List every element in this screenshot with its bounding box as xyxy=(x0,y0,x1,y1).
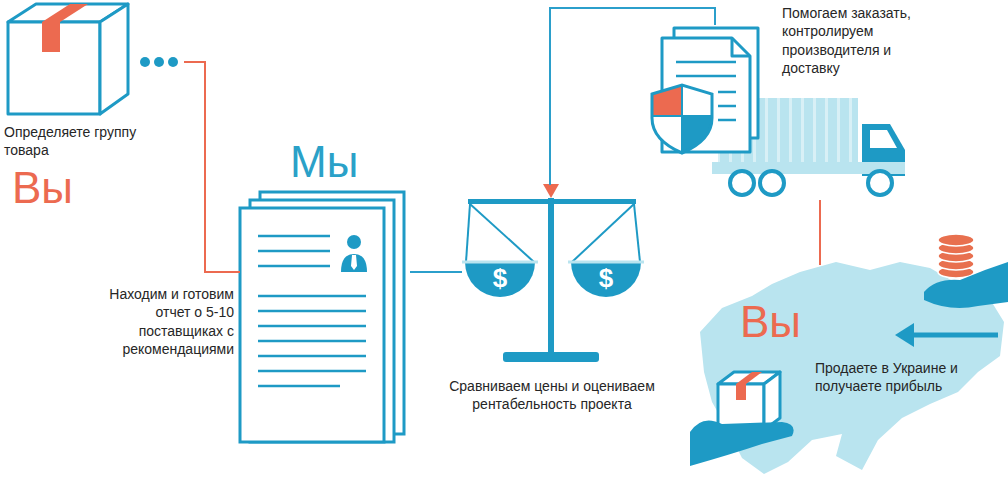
contract-lines-part xyxy=(718,119,736,122)
scales-part xyxy=(548,198,554,356)
step-sell-profit: ВыПродаете в Украине и получаете прибыль xyxy=(700,265,1006,490)
report-lines xyxy=(258,236,366,386)
actor-heading: Мы xyxy=(290,140,380,184)
truck-part-part xyxy=(730,171,754,195)
person-icon xyxy=(341,235,367,272)
dots xyxy=(140,57,178,67)
hand-with-box xyxy=(690,372,794,466)
scales-part xyxy=(571,262,641,297)
report-lines-part xyxy=(258,235,330,238)
shield-icon-part xyxy=(653,115,711,117)
report-lines-part xyxy=(258,250,330,253)
step-compare-prices: Сравниваем цены и оцениваем рентабельнос… xyxy=(462,185,642,370)
hand-with-box-part xyxy=(690,420,794,466)
hand-with-coins xyxy=(924,262,1008,308)
step-find-suppliers: МыНаходим и готовим отчет о 5-10 поставщ… xyxy=(240,140,410,445)
actor-heading: Вы xyxy=(12,166,102,210)
step-text: Определяете группу товара xyxy=(4,123,156,160)
step-text: Помогаем заказать, контролируем производ… xyxy=(782,4,950,78)
shield-icon-part xyxy=(681,86,683,152)
connector-group xyxy=(184,62,240,272)
dots-part xyxy=(140,57,150,67)
step-order-control: Помогаем заказать, контролируем производ… xyxy=(645,25,907,200)
contract-lines-part xyxy=(718,105,736,108)
hand-with-coins-part xyxy=(924,262,1008,308)
connector-line xyxy=(550,8,715,185)
arrow-left xyxy=(895,323,998,347)
truck-part xyxy=(730,171,892,195)
product-cube-part xyxy=(8,22,100,114)
contract-lines-part xyxy=(718,91,736,94)
contract-lines-part xyxy=(676,61,736,64)
arrow-left-part xyxy=(910,333,998,338)
hand-with-box-part-part xyxy=(764,372,780,430)
step-text: Находим и готовим отчет о 5-10 поставщик… xyxy=(102,285,234,359)
scales-part xyxy=(466,204,640,262)
step-text: Сравниваем цены и оцениваем рентабельнос… xyxy=(427,377,677,414)
report-lines-part xyxy=(258,295,366,298)
person-icon-part xyxy=(347,235,361,249)
dots-part xyxy=(154,57,164,67)
report-lines-part xyxy=(258,265,330,268)
arrow-left-part xyxy=(895,323,914,347)
report-documents xyxy=(240,192,404,442)
actor-heading: Вы xyxy=(740,300,830,344)
hand-with-box-part xyxy=(718,372,780,430)
currency-sign: $ xyxy=(586,265,626,291)
report-lines-part xyxy=(258,340,366,343)
step-text: Продаете в Украине и получаете прибыль xyxy=(815,359,967,396)
hand-with-box-part xyxy=(736,372,762,384)
report-lines-part xyxy=(258,325,366,328)
report-documents-part xyxy=(240,208,384,442)
shield-icon-part xyxy=(652,85,712,153)
truck-part-part xyxy=(868,171,892,195)
cube-tape-part xyxy=(42,22,60,52)
coin-stack-part xyxy=(938,234,974,246)
scales-part xyxy=(568,261,644,264)
scales-part xyxy=(503,352,599,362)
product-cube-part xyxy=(100,4,128,114)
contract-documents-part xyxy=(732,38,750,56)
scales-part xyxy=(465,262,535,297)
product-cube xyxy=(8,4,128,114)
connector-line xyxy=(819,200,821,265)
report-lines-part xyxy=(258,370,366,373)
scales-part-part xyxy=(572,204,634,262)
scales-part xyxy=(543,184,559,198)
cube-tape xyxy=(42,4,88,52)
report-lines-part xyxy=(258,355,366,358)
report-lines-part xyxy=(258,310,366,313)
truck-part xyxy=(870,130,897,148)
scales-part-part xyxy=(634,204,640,262)
person-icon-part xyxy=(351,255,357,270)
hand-with-box-part xyxy=(736,384,746,400)
connector-group xyxy=(550,8,715,185)
scales-part-part xyxy=(466,204,470,262)
report-lines-part xyxy=(258,385,340,388)
person-icon-part xyxy=(341,254,367,272)
scales-part xyxy=(462,261,538,264)
scales-part-part xyxy=(470,204,534,262)
cube-tape-part xyxy=(42,4,88,22)
truck-part-part xyxy=(760,171,784,195)
connector-line xyxy=(184,62,240,272)
coin-stack xyxy=(938,234,974,278)
connector-group xyxy=(820,200,821,265)
step-choose-goods: Определяете группу товараВы xyxy=(4,0,184,215)
connector-group xyxy=(410,272,462,273)
currency-sign: $ xyxy=(480,265,520,291)
scales xyxy=(462,184,644,362)
connector-line xyxy=(410,271,462,273)
dots-part xyxy=(168,57,178,67)
shield-icon xyxy=(650,82,714,156)
shield-icon-part xyxy=(650,82,714,156)
contract-lines-part xyxy=(676,75,736,78)
